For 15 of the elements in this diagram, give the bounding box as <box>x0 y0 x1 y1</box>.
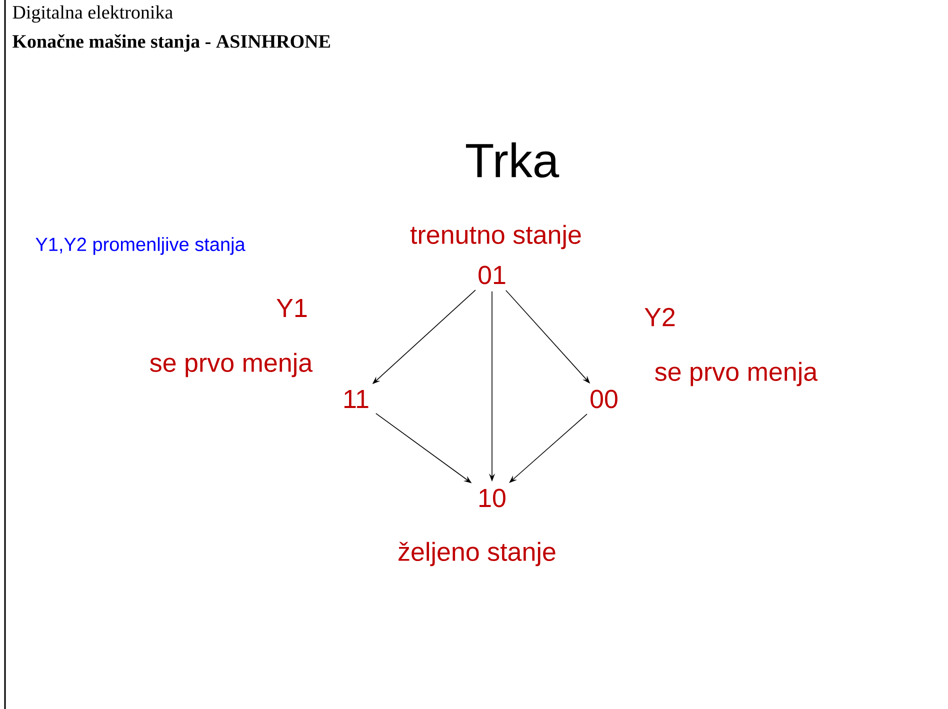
state-label: 00 <box>590 390 618 408</box>
state-caption: trenutno stanje <box>410 224 581 250</box>
note-text: Y1,Y2 promenljive stanja <box>36 237 246 255</box>
header-text: Digitalna elektronika <box>12 5 173 23</box>
state-label: 11 <box>344 390 368 408</box>
header-title: Konačne mašine stanja - ASINHRONE <box>12 34 330 52</box>
note-text: se prvo menja <box>655 362 818 386</box>
arrow <box>509 414 588 483</box>
variable-label: Y2 <box>644 308 675 326</box>
state-label: 10 <box>480 488 506 508</box>
note-text: se prvo menja <box>150 352 313 378</box>
variable-label: Y1 <box>276 299 307 317</box>
state-caption: željeno stanje <box>398 542 556 566</box>
title: Trka <box>466 142 560 178</box>
state-label: 01 <box>478 266 506 284</box>
